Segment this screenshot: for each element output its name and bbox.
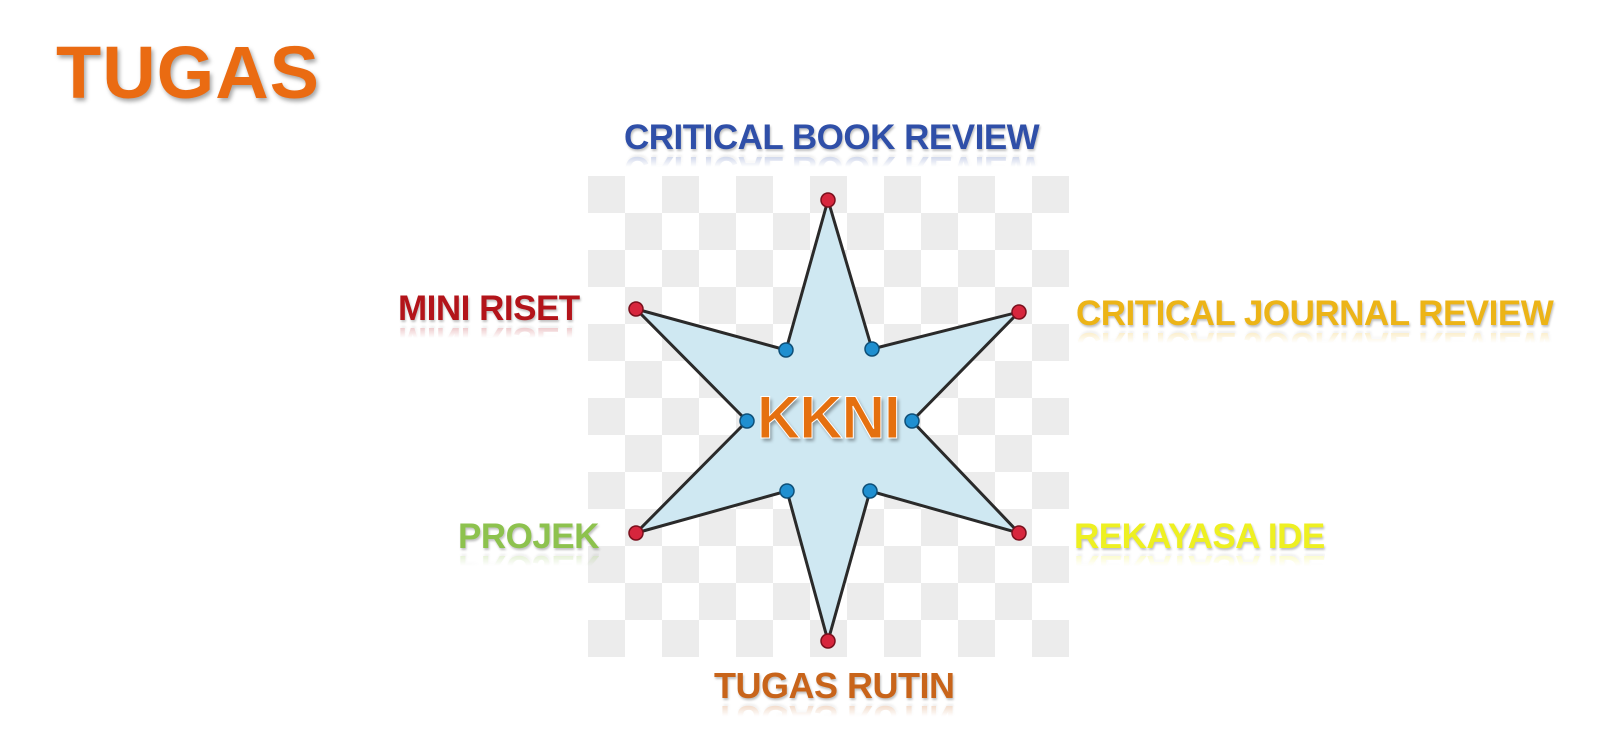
checker-square [958, 176, 995, 213]
outer-nodes [628, 192, 1027, 649]
node-top [820, 192, 836, 208]
checker-square [995, 435, 1032, 472]
checker-square [1032, 398, 1069, 435]
checker-square [1032, 250, 1069, 287]
checker-square [588, 620, 625, 657]
checker-square [921, 583, 958, 620]
inner-node-1 [864, 341, 880, 357]
page-title: TUGAS [56, 31, 320, 114]
checker-square [662, 546, 699, 583]
checker-square [736, 620, 773, 657]
checker-square [588, 250, 625, 287]
center-label: KKNI [757, 384, 902, 451]
checker-square [699, 583, 736, 620]
checker-square [958, 250, 995, 287]
checker-square [847, 213, 884, 250]
checker-square [662, 398, 699, 435]
checker-square [773, 213, 810, 250]
checker-square [588, 546, 625, 583]
checker-square [736, 546, 773, 583]
checker-square [995, 583, 1032, 620]
checker-square [588, 176, 625, 213]
checker-square [884, 176, 921, 213]
checker-square [662, 620, 699, 657]
checker-square [773, 583, 810, 620]
checker-square [958, 398, 995, 435]
checker-square [1032, 176, 1069, 213]
checker-square [699, 213, 736, 250]
checker-square [1032, 620, 1069, 657]
inner-node-3 [862, 483, 878, 499]
label-critical-journal-review: CRITICAL JOURNAL REVIEW [1076, 294, 1554, 333]
label-mini-riset: MINI RISET [398, 289, 580, 328]
checker-square [921, 287, 958, 324]
label-projek: PROJEK [458, 517, 599, 556]
inner-nodes [739, 341, 920, 499]
checker-square [995, 361, 1032, 398]
inner-node-2 [904, 413, 920, 429]
checker-square [625, 213, 662, 250]
checker-square [625, 583, 662, 620]
checker-square [995, 213, 1032, 250]
checker-square [1032, 472, 1069, 509]
checker-square [588, 324, 625, 361]
checker-square [736, 176, 773, 213]
checker-square [958, 546, 995, 583]
checker-square [1032, 324, 1069, 361]
checker-square [884, 250, 921, 287]
checker-square [662, 176, 699, 213]
checker-square [884, 620, 921, 657]
node-lower-right [1011, 525, 1027, 541]
checker-square [625, 361, 662, 398]
node-upper-right [1011, 304, 1027, 320]
checker-square [921, 213, 958, 250]
checker-square [847, 583, 884, 620]
checker-square [736, 250, 773, 287]
checker-square [884, 546, 921, 583]
checker-square [1032, 546, 1069, 583]
node-bottom [820, 633, 836, 649]
label-tugas-rutin: TUGAS RUTIN [714, 665, 955, 706]
checker-square [699, 287, 736, 324]
checker-square [588, 472, 625, 509]
inner-node-4 [779, 483, 795, 499]
label-rekayasa-ide: REKAYASA IDE [1074, 517, 1325, 556]
node-lower-left [628, 525, 644, 541]
checker-square [958, 620, 995, 657]
inner-node-5 [739, 413, 755, 429]
checker-square [588, 398, 625, 435]
label-critical-book-review: CRITICAL BOOK REVIEW [624, 118, 1040, 157]
checker-square [662, 250, 699, 287]
checker-square [625, 435, 662, 472]
node-upper-left [628, 301, 644, 317]
inner-node-6 [778, 342, 794, 358]
